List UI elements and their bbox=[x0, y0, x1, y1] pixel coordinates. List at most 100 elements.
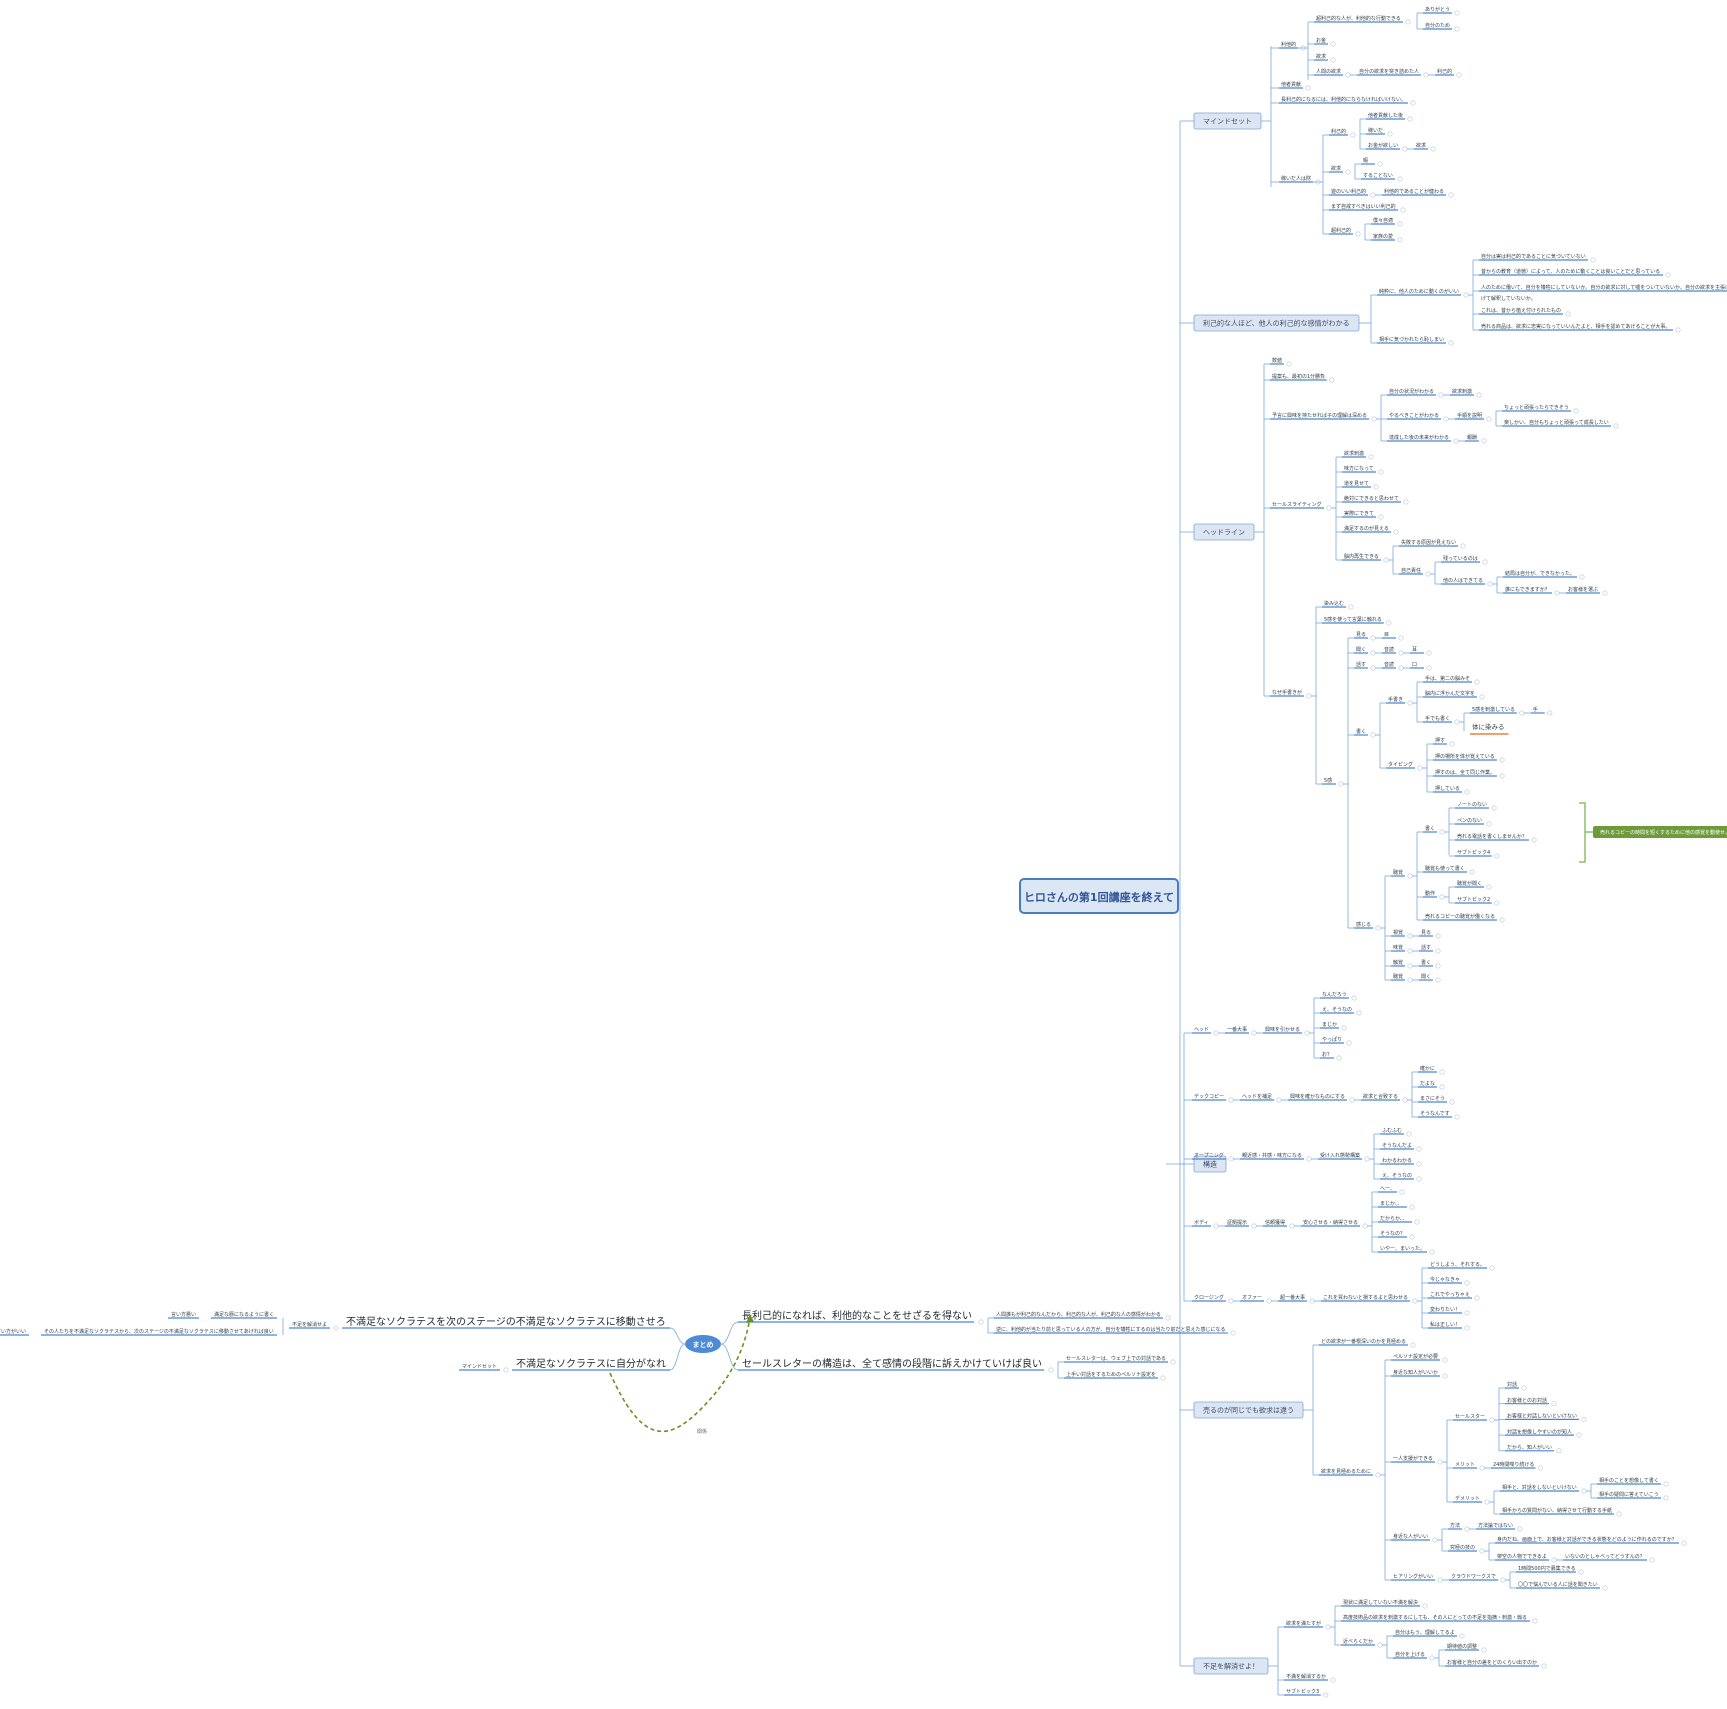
collapse-toggle-icon[interactable] bbox=[1373, 484, 1379, 490]
collapse-toggle-icon[interactable] bbox=[1432, 1537, 1438, 1543]
collapse-toggle-icon[interactable] bbox=[1429, 1249, 1435, 1255]
collapse-toggle-icon[interactable] bbox=[1406, 1131, 1412, 1137]
collapse-toggle-icon[interactable] bbox=[1547, 710, 1553, 716]
sells-topic[interactable]: 欲求を見極めるために bbox=[1321, 1468, 1371, 1475]
headline-topic[interactable]: 話す bbox=[1356, 661, 1366, 668]
collapse-toggle-icon[interactable] bbox=[1486, 821, 1492, 827]
headline-topic[interactable]: 売れる電話を書くしませんか？ bbox=[1457, 833, 1527, 840]
collapse-toggle-icon[interactable] bbox=[1306, 1156, 1312, 1162]
collapse-toggle-icon[interactable] bbox=[1578, 1569, 1584, 1575]
collapse-toggle-icon[interactable] bbox=[1355, 231, 1361, 237]
structure-leaf[interactable]: どうしよう、それする。 bbox=[1430, 1261, 1485, 1268]
mindset-topic[interactable]: 長利己的になるには、利他的にならなければいけない。 bbox=[1281, 96, 1406, 103]
headline-topic[interactable]: 欲求刺激 bbox=[1344, 450, 1364, 457]
collapse-toggle-icon[interactable] bbox=[1228, 1298, 1234, 1304]
collapse-toggle-icon[interactable] bbox=[1448, 192, 1454, 198]
collapse-toggle-icon[interactable] bbox=[1521, 1385, 1527, 1391]
collapse-toggle-icon[interactable] bbox=[1330, 1677, 1336, 1683]
collapse-toggle-icon[interactable] bbox=[1230, 1330, 1236, 1336]
headline-topic[interactable]: 書く bbox=[1421, 959, 1431, 966]
summary-left-topic[interactable]: 不満足なソクラテスを次のステージの不満足なソクラテスに移動させろ bbox=[346, 1315, 666, 1328]
structure-leaf[interactable]: なんだろう bbox=[1322, 991, 1347, 998]
collapse-toggle-icon[interactable] bbox=[1289, 1223, 1295, 1229]
egoist-detail[interactable]: 自分は実は利己的であることに気づいていない bbox=[1481, 253, 1586, 260]
sells-topic[interactable]: クラウドワークスで bbox=[1451, 1573, 1496, 1580]
collapse-toggle-icon[interactable] bbox=[1414, 1219, 1420, 1225]
collapse-toggle-icon[interactable] bbox=[1576, 1432, 1582, 1438]
collapse-toggle-icon[interactable] bbox=[1491, 805, 1497, 811]
headline-topic[interactable]: 手 bbox=[1533, 706, 1538, 713]
collapse-toggle-icon[interactable] bbox=[1541, 1663, 1547, 1669]
collapse-toggle-icon[interactable] bbox=[1486, 884, 1492, 890]
headline-topic[interactable]: 口 bbox=[1412, 662, 1417, 668]
structure-leaf[interactable]: え、そうなの bbox=[1382, 1172, 1412, 1179]
sells-topic[interactable]: ヒアリングがいい bbox=[1393, 1573, 1433, 1580]
sells-topic[interactable]: デメリット bbox=[1455, 1495, 1480, 1502]
structure-leaf[interactable]: 私は正しい！ bbox=[1430, 1321, 1460, 1328]
collapse-toggle-icon[interactable] bbox=[1323, 1692, 1329, 1698]
headline-topic[interactable]: 触覚 bbox=[1393, 959, 1403, 966]
structure-topic[interactable]: 安心させる・納得させる bbox=[1303, 1219, 1358, 1226]
mindset-topic[interactable]: 自分の欲求を突き詰めた人 bbox=[1359, 68, 1419, 75]
collapse-toggle-icon[interactable] bbox=[1439, 894, 1445, 900]
collapse-toggle-icon[interactable] bbox=[1160, 1375, 1166, 1381]
structure-topic[interactable]: 欲求と合致する bbox=[1363, 1093, 1398, 1100]
lack-topic[interactable]: 高度技術品の欲求を刺激するにしても、その人にとっての不足を指摘・刺激・煽る bbox=[1343, 1614, 1527, 1621]
collapse-toggle-icon[interactable] bbox=[1377, 161, 1383, 167]
collapse-toggle-icon[interactable] bbox=[1454, 1114, 1460, 1120]
collapse-toggle-icon[interactable] bbox=[1602, 1585, 1608, 1591]
egoist-detail[interactable]: これは、昔から植え付けられたもの bbox=[1481, 307, 1561, 314]
mindset-topic[interactable]: ありがとう bbox=[1425, 6, 1450, 13]
headline-topic[interactable]: なぜ手書きが bbox=[1272, 689, 1302, 696]
collapse-toggle-icon[interactable] bbox=[1213, 1223, 1219, 1229]
lack-topic[interactable]: お客様と自分の差をどのくらい出すのか bbox=[1447, 1659, 1537, 1666]
sells-topic[interactable]: 相手のことを想像して書く bbox=[1599, 1477, 1659, 1484]
headline-topic[interactable]: 音読 bbox=[1384, 661, 1394, 668]
lack-topic[interactable]: 自分を上げる bbox=[1395, 1651, 1425, 1658]
headline-topic[interactable]: ちょっと頑張ったらできそう bbox=[1504, 404, 1569, 411]
headline-topic[interactable]: 提案も、最初の1分勝負 bbox=[1272, 373, 1325, 380]
structure-leaf[interactable]: いやー、まいった。 bbox=[1380, 1245, 1425, 1252]
collapse-toggle-icon[interactable] bbox=[1228, 1097, 1234, 1103]
headline-topic[interactable]: タイピング bbox=[1388, 761, 1413, 768]
mindset-topic[interactable]: 家族の愛 bbox=[1373, 233, 1393, 240]
sells-topic[interactable]: 相手と、対話をしないといけない bbox=[1502, 1484, 1577, 1491]
lack-topic[interactable]: 現状に満足していない不満を解決 bbox=[1343, 1599, 1418, 1606]
headline-topic[interactable]: 手書き bbox=[1388, 696, 1403, 703]
collapse-toggle-icon[interactable] bbox=[1442, 1357, 1448, 1363]
headline-topic[interactable]: 5感を使って言葉に触れる bbox=[1324, 616, 1382, 623]
sells-topic[interactable]: 身近な人がいい bbox=[1393, 1533, 1428, 1540]
collapse-toggle-icon[interactable] bbox=[1437, 1459, 1443, 1465]
headline-topic[interactable]: 見る bbox=[1421, 930, 1431, 936]
collapse-toggle-icon[interactable] bbox=[1368, 454, 1374, 460]
collapse-toggle-icon[interactable] bbox=[1519, 710, 1525, 716]
structure-leaf[interactable]: 確かに bbox=[1420, 1065, 1435, 1072]
structure-leaf[interactable]: やっぱり bbox=[1322, 1036, 1342, 1043]
headline-topic[interactable]: 聴覚が聞く bbox=[1457, 880, 1482, 887]
structure-leaf[interactable]: まさにそう bbox=[1420, 1095, 1445, 1102]
sells-topic[interactable]: メリット bbox=[1455, 1462, 1475, 1468]
collapse-toggle-icon[interactable] bbox=[1453, 438, 1459, 444]
structure-leaf[interactable]: へー、 bbox=[1380, 1186, 1395, 1192]
collapse-toggle-icon[interactable] bbox=[1469, 869, 1475, 875]
collapse-toggle-icon[interactable] bbox=[333, 1325, 339, 1331]
collapse-toggle-icon[interactable] bbox=[1649, 1557, 1655, 1563]
collapse-toggle-icon[interactable] bbox=[1304, 1030, 1310, 1036]
collapse-toggle-icon[interactable] bbox=[1423, 72, 1429, 78]
collapse-toggle-icon[interactable] bbox=[1370, 192, 1376, 198]
mindset-topic[interactable]: 稼いだ bbox=[1368, 127, 1383, 134]
collapse-toggle-icon[interactable] bbox=[1386, 620, 1392, 626]
collapse-toggle-icon[interactable] bbox=[1402, 146, 1408, 152]
collapse-toggle-icon[interactable] bbox=[1370, 650, 1376, 656]
collapse-toggle-icon[interactable] bbox=[1464, 1280, 1470, 1286]
mindset-topic[interactable]: 利他的 bbox=[1281, 41, 1296, 48]
collapse-toggle-icon[interactable] bbox=[1330, 57, 1336, 63]
mindset-topic[interactable]: することない bbox=[1363, 172, 1393, 179]
structure-topic[interactable]: ヘッドを補足 bbox=[1242, 1093, 1272, 1100]
collapse-toggle-icon[interactable] bbox=[1448, 340, 1454, 346]
sells-topic[interactable]: 対話 bbox=[1507, 1381, 1517, 1388]
collapse-toggle-icon[interactable] bbox=[1437, 1577, 1443, 1583]
collapse-toggle-icon[interactable] bbox=[1499, 757, 1505, 763]
collapse-toggle-icon[interactable] bbox=[1286, 361, 1292, 367]
summary-detail[interactable]: マインドセット bbox=[462, 1364, 497, 1370]
